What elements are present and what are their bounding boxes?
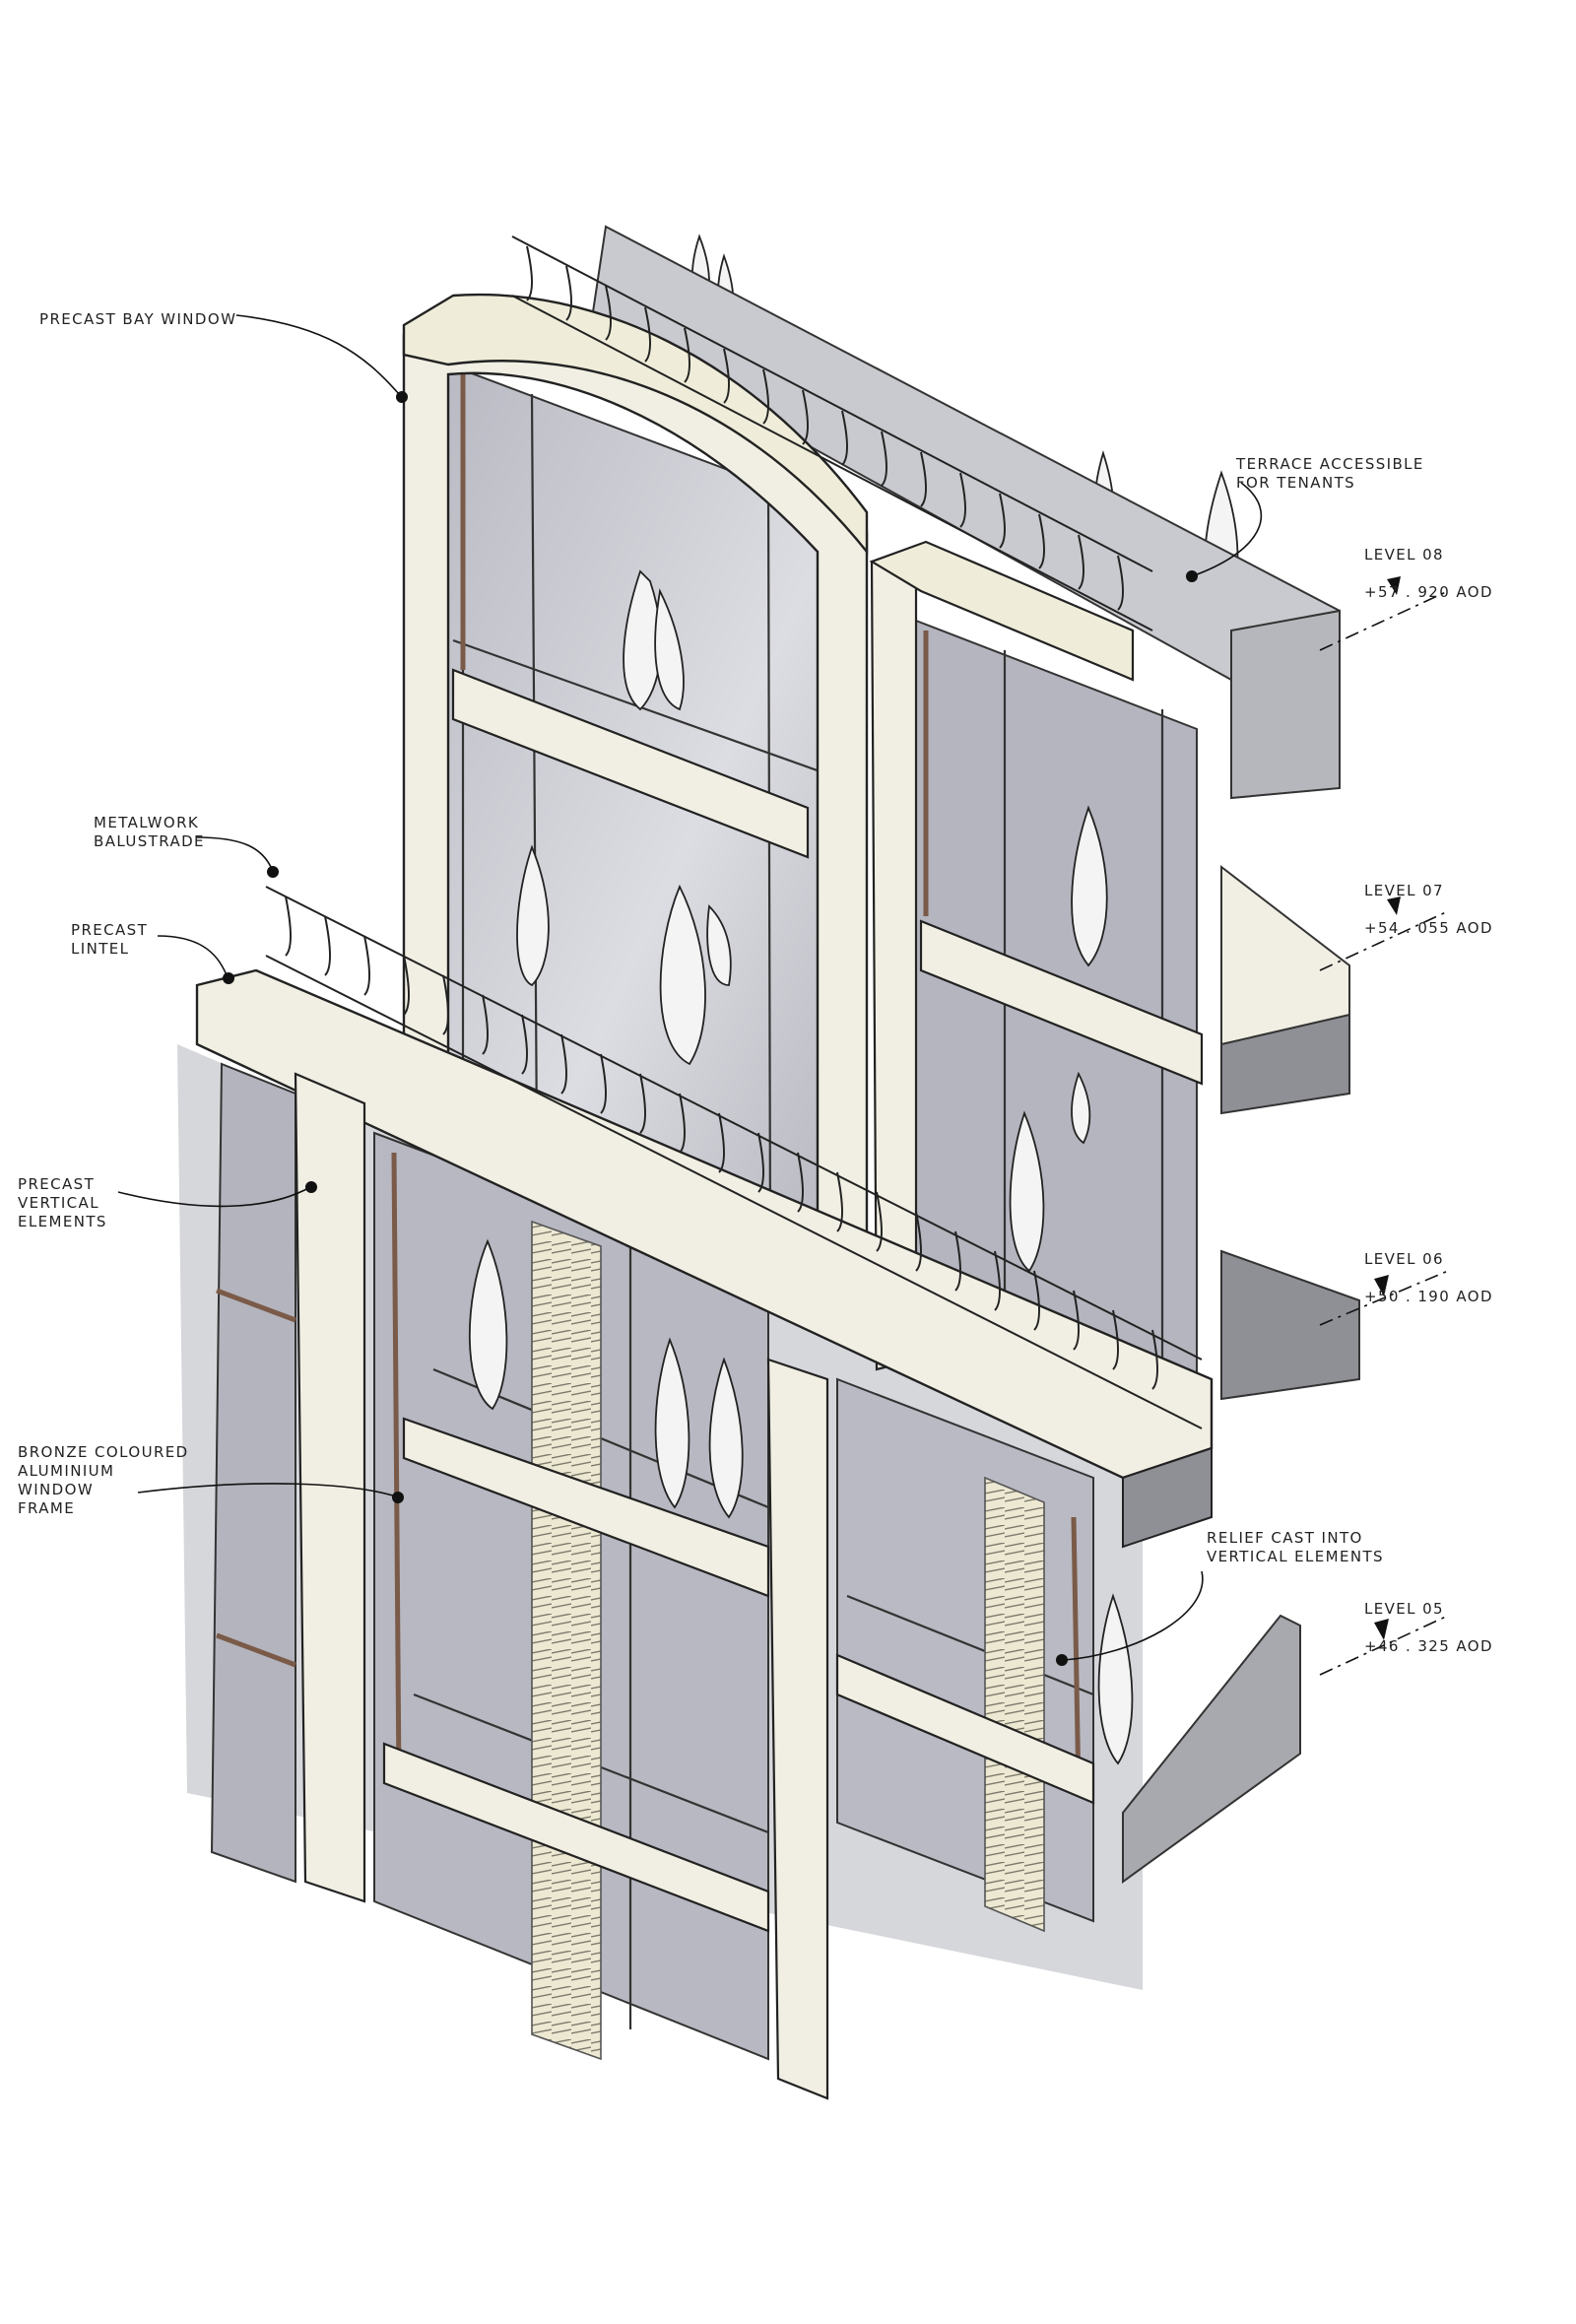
- level-value: +46 . 325 AOD: [1364, 1637, 1493, 1655]
- label-relief: RELIEF CAST INTO VERTICAL ELEMENTS: [1207, 1529, 1384, 1565]
- callout-leaders: [117, 314, 1263, 1666]
- level-name: LEVEL 05: [1364, 1600, 1444, 1618]
- right-tower-cap: [869, 540, 1135, 682]
- level-marker-triangles: [1374, 576, 1401, 1640]
- label-precast-vertical: PRECAST VERTICAL ELEMENTS: [18, 1175, 107, 1230]
- level-name: LEVEL 06: [1364, 1250, 1444, 1268]
- level-markers: [1319, 590, 1449, 1676]
- lintel-soffit: [1122, 1446, 1213, 1549]
- label-precast-bay-window: PRECAST BAY WINDOW: [39, 310, 237, 328]
- label-terrace: TERRACE ACCESSIBLE FOR TENANTS: [1236, 455, 1424, 492]
- metalwork-balustrade-upper: [511, 235, 1153, 631]
- bay-sill: [451, 668, 810, 859]
- level-name: LEVEL 08: [1364, 546, 1444, 564]
- far-left-glass: [210, 1062, 296, 1884]
- label-window-frame: BRONZE COLOURED ALUMINIUM WINDOW FRAME: [18, 1443, 189, 1517]
- level-value: +50 . 190 AOD: [1364, 1288, 1493, 1305]
- slab-edges: [1122, 864, 1360, 1884]
- level-value: +54 . 055 AOD: [1364, 919, 1493, 937]
- window-frame: [216, 369, 1082, 1794]
- terrace-edge: [1230, 609, 1341, 800]
- tree-reflections: [468, 233, 1239, 1765]
- bay-top-arch: [402, 293, 869, 556]
- level-value: +57 . 920 AOD: [1364, 583, 1493, 601]
- level-07-label: LEVEL 07 +54 . 055 AOD: [1364, 863, 1493, 957]
- precast-verticals: [294, 1072, 1095, 2100]
- metalwork-balustrade-lower: [265, 886, 1203, 1429]
- level07-sill: [919, 919, 1204, 1086]
- level-06-label: LEVEL 06 +50 . 190 AOD: [1364, 1231, 1493, 1325]
- label-precast-lintel: PRECAST LINTEL: [71, 921, 149, 958]
- label-metalwork-balustrade: METALWORK BALUSTRADE: [94, 814, 205, 850]
- level-08-label: LEVEL 08 +57 . 920 AOD: [1364, 527, 1493, 621]
- level-05-label: LEVEL 05 +46 . 325 AOD: [1364, 1581, 1493, 1675]
- level-name: LEVEL 07: [1364, 882, 1444, 899]
